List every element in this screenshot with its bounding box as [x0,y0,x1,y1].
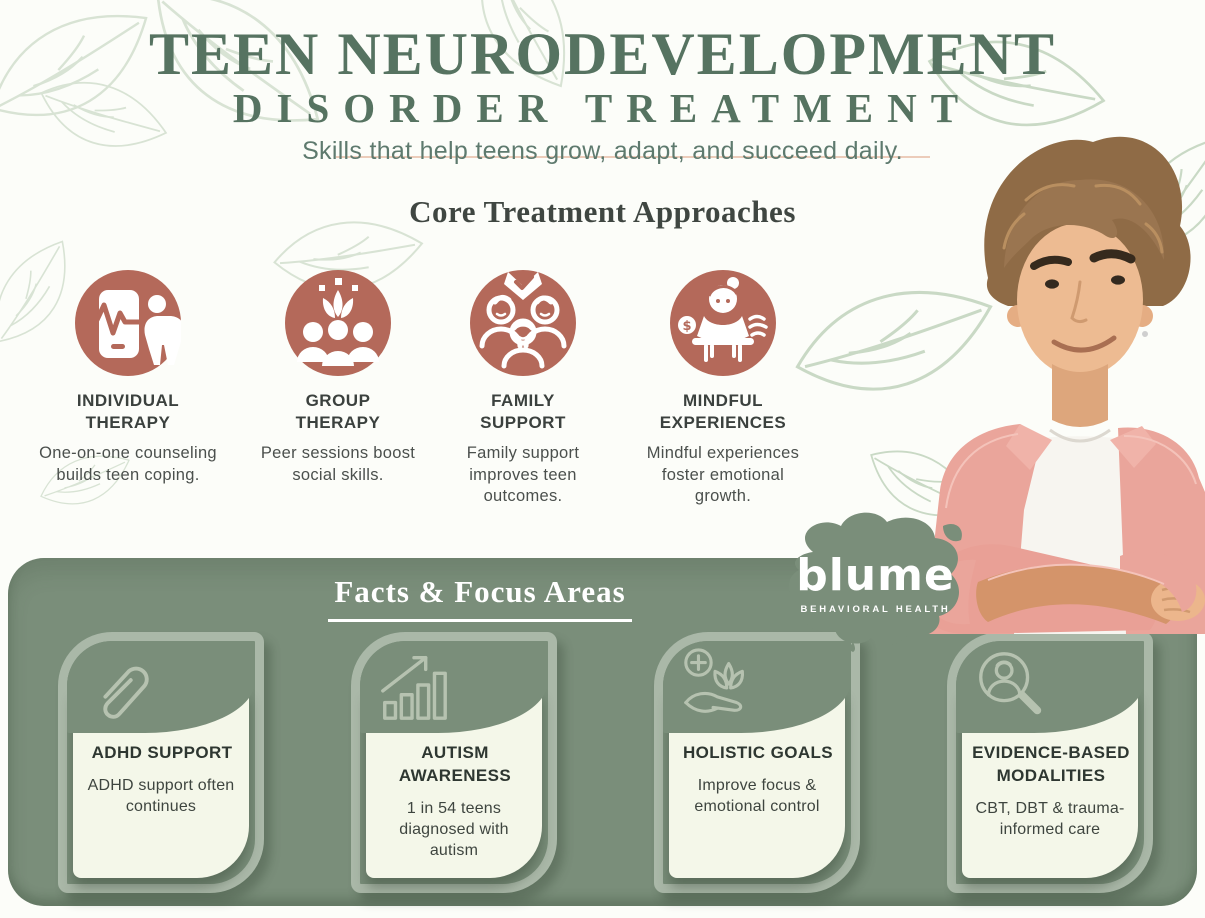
approach-family-support: FAMILY SUPPORT Family support improves t… [423,270,623,508]
fact-desc: Improve focus & emotional control [694,776,820,816]
fact-title: AUTISM AWARENESS [398,743,512,785]
hero-header: TEEN NEURODEVELOPMENT DISORDER TREATMENT… [0,0,1205,166]
teen-photo [828,128,1205,634]
meditation-balance-icon: $ [670,270,776,376]
approach-title: INDIVIDUAL THERAPY [76,391,180,433]
paperclip-icon [103,666,149,719]
approach-desc: Peer sessions boost social skills. [260,444,416,484]
approach-title: MINDFUL EXPERIENCES [659,391,787,433]
page-title: TEEN NEURODEVELOPMENT [148,21,1057,87]
fact-desc: 1 in 54 teens diagnosed with autism [399,799,509,860]
facts-section-heading: Facts & Focus Areas [260,574,700,622]
fact-card-autism: AUTISM AWARENESS 1 in 54 teens diagnosed… [351,632,557,893]
approach-desc: One-on-one counseling builds teen coping… [39,444,217,484]
approach-desc: Mindful experiences foster emotional gro… [646,444,800,506]
logo-tagline: BEHAVIORAL HEALTH [800,604,951,615]
blume-logo: blume BEHAVIORAL HEALTH [783,510,968,652]
leaf-splat-icon [788,512,962,652]
approach-mindful-experiences: $ MINDFUL EXPERIENCES Mindful experience… [623,270,823,508]
hand-lotus-cross-icon [684,648,745,713]
page-subtitle-line: DISORDER TREATMENT [232,85,973,131]
svg-text:$: $ [682,319,691,334]
fact-title: HOLISTIC GOALS [682,743,834,762]
lotus-group-icon [285,270,391,376]
fact-desc: ADHD support often continues [87,776,235,816]
card-frame [351,632,557,893]
approach-title: FAMILY SUPPORT [480,391,566,433]
logo-wordmark: blume [796,550,955,601]
fact-card-holistic: HOLISTIC GOALS Improve focus & emotional… [654,632,860,893]
approach-group-therapy: GROUP THERAPY Peer sessions boost social… [238,270,438,486]
card-frame [654,632,860,893]
growth-chart-icon [381,655,447,720]
approach-desc: Family support improves teen outcomes. [466,444,580,506]
magnifier-person-icon [979,652,1042,715]
card-frame [58,632,264,893]
core-section-heading: Core Treatment Approaches [409,194,796,229]
family-check-icon [470,270,576,376]
facts-band: Facts & Focus Areas ADHD SUPPORT ADHD su… [8,558,1197,906]
divider-line [336,156,930,158]
fact-card-evidence: EVIDENCE-BASED MODALITIES CBT, DBT & tra… [947,632,1153,893]
fact-title: ADHD SUPPORT [91,743,233,762]
fact-title: EVIDENCE-BASED MODALITIES [972,743,1130,785]
card-frame [947,632,1153,893]
tagline-text: Skills that help teens grow, adapt, and … [302,137,903,165]
fact-card-adhd: ADHD SUPPORT ADHD support often continue… [58,632,264,893]
fact-desc: CBT, DBT & trauma-informed care [975,799,1125,838]
approach-individual-therapy: INDIVIDUAL THERAPY One-on-one counseling… [28,270,228,486]
phone-heartbeat-person-icon [75,270,184,376]
approach-title: GROUP THERAPY [295,391,381,433]
